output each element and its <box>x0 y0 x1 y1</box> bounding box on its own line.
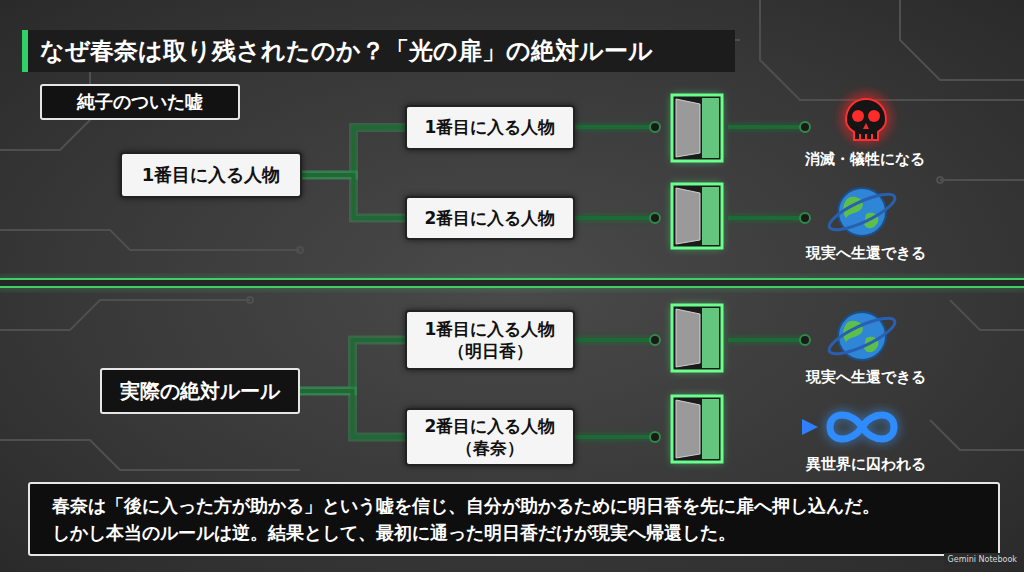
wire <box>575 127 805 437</box>
process-box: 2番目に入る人物 <box>405 196 575 240</box>
connector-line <box>302 128 405 176</box>
caption-text: 春奈は「後に入った方が助かる」という嘘を信じ、自分が助かるために明日香を先に扉へ… <box>52 492 976 546</box>
section-divider <box>0 278 1024 288</box>
note-box: 実際の絶対ルール <box>100 368 300 414</box>
earth-icon <box>825 188 899 361</box>
door-icon <box>672 95 722 462</box>
circuit-traces <box>0 0 1024 470</box>
title-text: なぜ春奈は取り残されたのか？「光の扉」の絶対ルール <box>40 35 653 67</box>
node-text: 1番目に入る人物 <box>142 163 281 186</box>
note-box: 純子のついた嘘 <box>40 84 240 120</box>
connector-glow <box>302 128 405 176</box>
connector-line <box>300 391 405 437</box>
skull-icon <box>840 92 892 144</box>
caption-box: 春奈は「後に入った方が助かる」という嘘を信じ、自分が助かるために明日香を先に扉へ… <box>28 482 1000 556</box>
connector-glow <box>300 340 405 391</box>
blue-arrow <box>730 419 818 435</box>
connector-glow <box>302 175 405 218</box>
connector-glow <box>300 391 405 437</box>
node-text: 2番目に入る人物 <box>425 207 556 229</box>
connector-line <box>300 340 405 391</box>
wire-dot <box>650 122 810 442</box>
title-bar: なぜ春奈は取り残されたのか？「光の扉」の絶対ルール <box>22 30 735 72</box>
infinity-icon <box>830 415 894 439</box>
node-text: 純子のついた嘘 <box>77 90 203 113</box>
process-box: 2番目に入る人物 （春奈） <box>405 408 575 466</box>
process-box: 1番目に入る人物 <box>120 152 302 198</box>
outcome-label: 現実へ生還できる <box>781 368 951 387</box>
node-text: 2番目に入る人物 （春奈） <box>407 415 573 459</box>
watermark: Gemini Notebook <box>944 553 1020 567</box>
node-text: 実際の絶対ルール <box>120 378 280 404</box>
outcome-label: 異世界に囚われる <box>781 455 951 474</box>
connector-line <box>302 175 405 218</box>
outcome-label: 現実へ生還できる <box>781 244 951 263</box>
node-text: 1番目に入る人物 （明日香） <box>407 318 573 362</box>
node-text: 1番目に入る人物 <box>425 116 556 138</box>
outcome-label: 消滅・犠牲になる <box>780 150 950 169</box>
process-box: 1番目に入る人物 （明日香） <box>405 310 575 370</box>
process-box: 1番目に入る人物 <box>405 105 575 150</box>
